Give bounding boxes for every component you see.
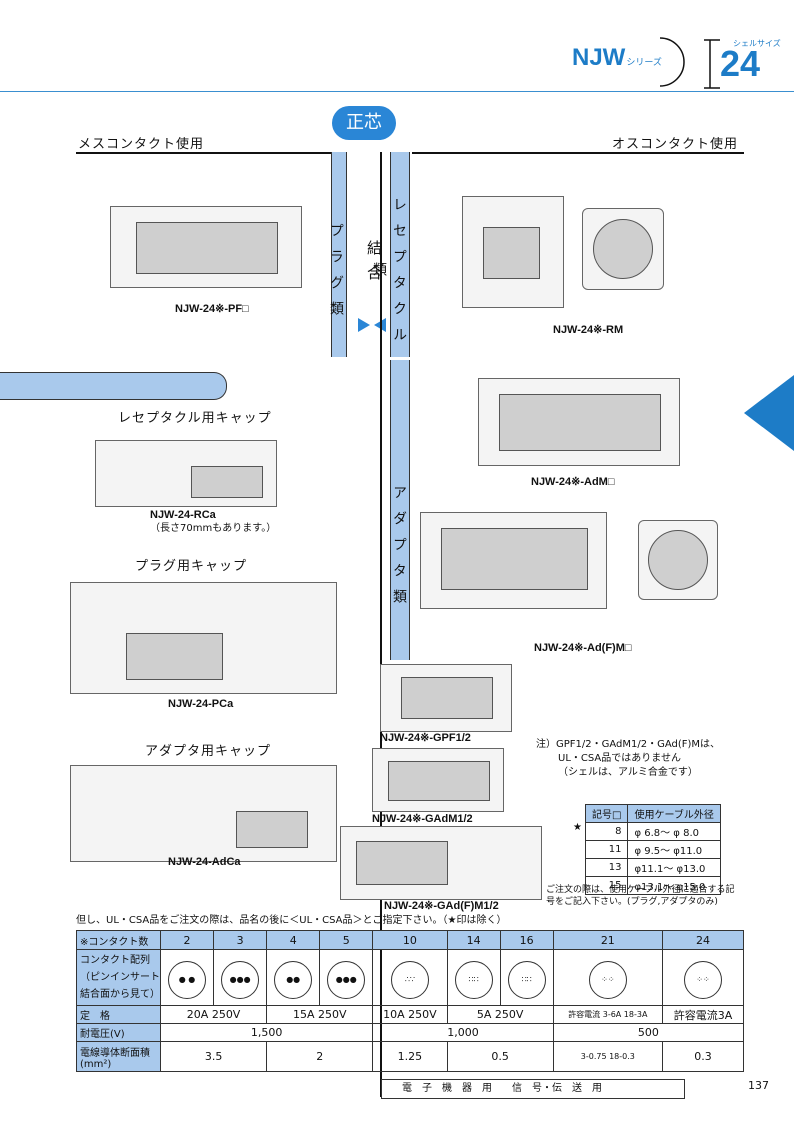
receptacle-cap-title: レセプタクル用キャップ: [118, 411, 272, 426]
pin-layout-icon: ⁘⁘: [683, 960, 722, 999]
pin-layout-icon: ∷∷: [507, 960, 546, 999]
part-adm: NJW-24※-AdM□: [531, 476, 615, 488]
ul-csa-note: 注）GPF1/2・GAdM1/2・GAd(F)Mは、UL・CSA品ではありません…: [536, 739, 721, 778]
pin-layout-icon: ●●●: [327, 960, 366, 999]
part-gadm: NJW-24※-GAdM1/2: [372, 813, 473, 825]
pin-layout-icon: ● ●: [168, 960, 207, 999]
arrow-right-icon: [358, 318, 370, 332]
header-rule: [0, 91, 794, 92]
part-pca: NJW-24-PCa: [168, 698, 234, 710]
drawing-gadm: [372, 748, 504, 812]
ul-order-note: 但し、UL・CSA品をご注文の際は、品名の後に＜UL・CSA品＞とご指定下さい。…: [76, 915, 507, 926]
left-header-line: [76, 152, 332, 154]
adapter-column: アダプタ類: [390, 360, 410, 660]
pin-layout-icon: ●●●: [221, 960, 260, 999]
pin-layout-icon: ⁘⁘: [588, 960, 627, 999]
receptacle-column: レセプタクル類: [371, 152, 410, 357]
shell-size-number: 24: [720, 43, 761, 84]
drawing-gpf: [380, 664, 512, 732]
part-rm: NJW-24※-RM: [553, 324, 624, 336]
pin-layout-icon: ●●: [274, 960, 313, 999]
order-note: ご注文の際は、使用ケーブル外径に適合する記号をご記入下さい。(プラグ,アダプタの…: [546, 885, 735, 907]
part-gadfm: NJW-24※-GAd(F)M1/2: [384, 900, 499, 912]
adapter-cap-title: アダプタ用キャップ: [145, 744, 272, 759]
rca-note: （長さ70mmもあります。）: [150, 523, 277, 534]
drawing-gadfm: [340, 826, 542, 900]
part-rca: NJW-24-RCa: [150, 509, 216, 521]
shell-size-label: シェルサイズ: [733, 39, 781, 48]
page-tab-icon: [744, 375, 794, 451]
right-header: オスコンタクト使用: [612, 137, 739, 152]
left-header: メスコンタクト使用: [78, 137, 205, 152]
drawing-adfm-front: [638, 520, 718, 600]
mate-label: 結合: [365, 240, 383, 290]
drawing-rca: [95, 440, 277, 507]
center-divider: [380, 152, 382, 1097]
plug-cap-title: プラグ用キャップ: [135, 559, 248, 574]
part-gpf: NJW-24※-GPF1/2: [380, 732, 471, 744]
pin-layout-icon: ∴∵: [390, 960, 429, 999]
star-mark: ★: [573, 822, 582, 833]
part-pf: NJW-24※-PF□: [175, 303, 249, 315]
page-number: 137: [748, 1079, 769, 1092]
right-header-line: [412, 152, 744, 154]
drawing-adm: [478, 378, 680, 466]
drawing-pca: [70, 582, 337, 694]
drawing-rm-side: [462, 196, 564, 308]
section-band: [0, 372, 227, 400]
center-pill: 正芯: [332, 106, 396, 140]
pin-layout-icon: ∷∷: [454, 960, 493, 999]
drawing-adca: [70, 765, 337, 862]
footer-label: 電 子 機 器 用 信 号・伝 送 用: [381, 1079, 685, 1099]
series-title: NJWシリーズ: [572, 44, 662, 71]
drawing-rm-front: [582, 208, 664, 290]
header-arc-icon: [659, 37, 720, 89]
drawing-pf: [110, 206, 302, 288]
part-adfm: NJW-24※-Ad(F)M□: [534, 642, 632, 654]
drawing-adfm-side: [420, 512, 607, 609]
part-adca: NJW-24-AdCa: [168, 856, 241, 868]
plug-column: プラグ類: [328, 152, 347, 357]
